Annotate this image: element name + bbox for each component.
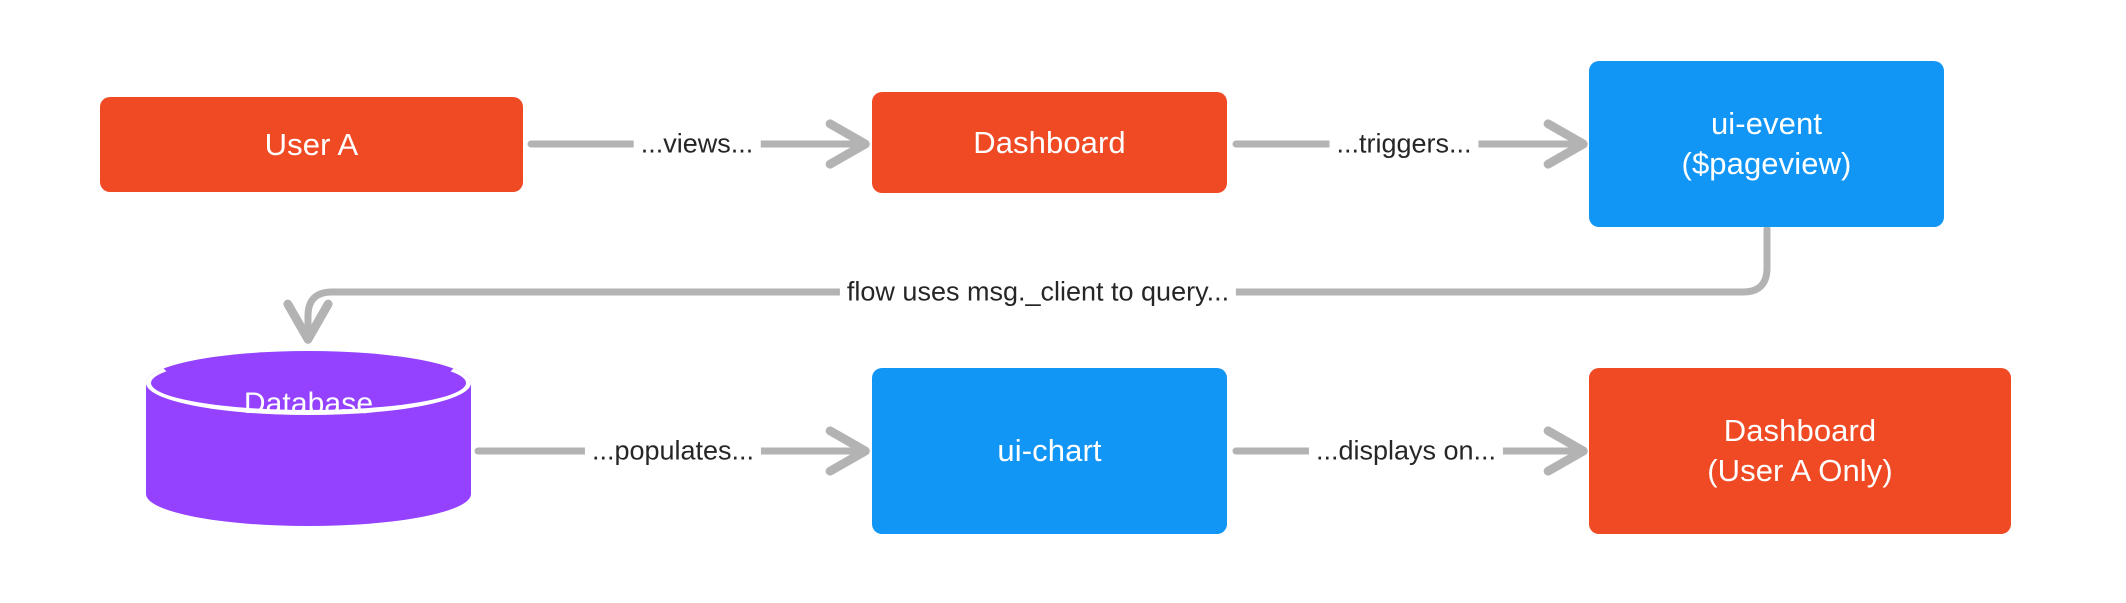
database-cylinder-icon (146, 351, 471, 526)
node-ui-chart[interactable]: ui-chart (872, 368, 1227, 534)
node-dashboard-result[interactable]: Dashboard (User A Only) (1589, 368, 2011, 534)
node-user-a[interactable]: User A (100, 97, 523, 192)
node-ui-event-label-line-1: ui-event (1710, 106, 1823, 142)
node-dashboard-result-label-line-2: (User A Only) (1707, 453, 1893, 488)
node-database-label-line-1: Database (243, 387, 374, 420)
node-ui-event-label-line-2: ($pageview) (1681, 146, 1852, 181)
edge-label-displays: ...displays on... (1308, 437, 1504, 465)
node-dashboard-result-label-line-1: Dashboard (1723, 413, 1877, 449)
node-database[interactable]: Database (146, 351, 471, 526)
node-ui-chart-label-line-1: ui-chart (997, 433, 1102, 469)
edge-label-views: ...views... (633, 130, 761, 158)
node-dashboard-source[interactable]: Dashboard (872, 92, 1227, 193)
node-dashboard-source-label-line-1: Dashboard (973, 124, 1126, 160)
edge-label-populates: ...populates... (584, 437, 762, 465)
node-ui-event[interactable]: ui-event ($pageview) (1589, 61, 1944, 227)
edge-label-query: flow uses msg._client to query... (839, 278, 1237, 306)
node-user-a-label-line-1: User A (264, 126, 359, 162)
edge-label-triggers: ...triggers... (1329, 130, 1479, 158)
